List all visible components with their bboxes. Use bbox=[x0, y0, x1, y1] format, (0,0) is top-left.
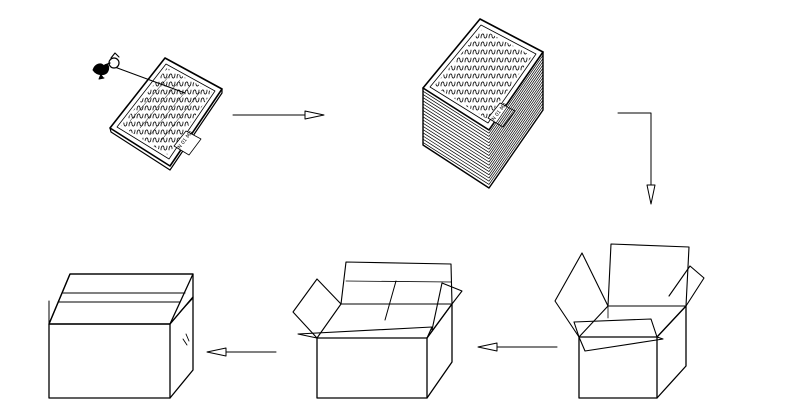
stack-layer-edge bbox=[422, 96, 544, 176]
stamp-icon bbox=[92, 52, 120, 80]
stack-layer-edge bbox=[422, 83, 544, 163]
step-box-open bbox=[554, 243, 705, 399]
stack-layer-edge bbox=[422, 93, 544, 172]
flow-arrow-left-2 bbox=[206, 347, 277, 357]
stack-layer-edge bbox=[422, 106, 544, 185]
stack-layer-edge bbox=[422, 99, 544, 179]
stack-layer-edge bbox=[422, 86, 544, 166]
stack-layer-edge bbox=[422, 90, 544, 169]
step-tray-inspection: IN 01 MA bbox=[92, 52, 223, 171]
flow-arrow-down bbox=[617, 112, 656, 205]
step-box-folding bbox=[292, 261, 463, 399]
sealed-box-icon bbox=[48, 273, 194, 399]
folding-box-icon bbox=[292, 261, 463, 399]
stack-icon: IN 01 MA bbox=[422, 18, 544, 189]
stack-layer-edge bbox=[422, 74, 544, 153]
stack-layer-edge bbox=[422, 102, 544, 182]
stack-layer-edge bbox=[422, 58, 544, 137]
flow-arrow-left-1 bbox=[477, 342, 558, 352]
stack-layer-edge bbox=[422, 77, 544, 156]
stack-layer-edge bbox=[422, 67, 544, 147]
step-tray-stacking: IN 01 MA bbox=[422, 18, 544, 189]
stack-layer-edge bbox=[422, 61, 544, 140]
step-box-sealed bbox=[48, 273, 194, 399]
flow-arrow-right bbox=[232, 110, 325, 120]
stack-layer-edge bbox=[422, 54, 544, 134]
tray-icon bbox=[109, 57, 223, 171]
stack-layer-edge bbox=[422, 80, 544, 160]
open-box-icon bbox=[554, 243, 705, 399]
stack-layer-edge bbox=[422, 70, 544, 150]
stack-layer-edge bbox=[422, 64, 544, 144]
